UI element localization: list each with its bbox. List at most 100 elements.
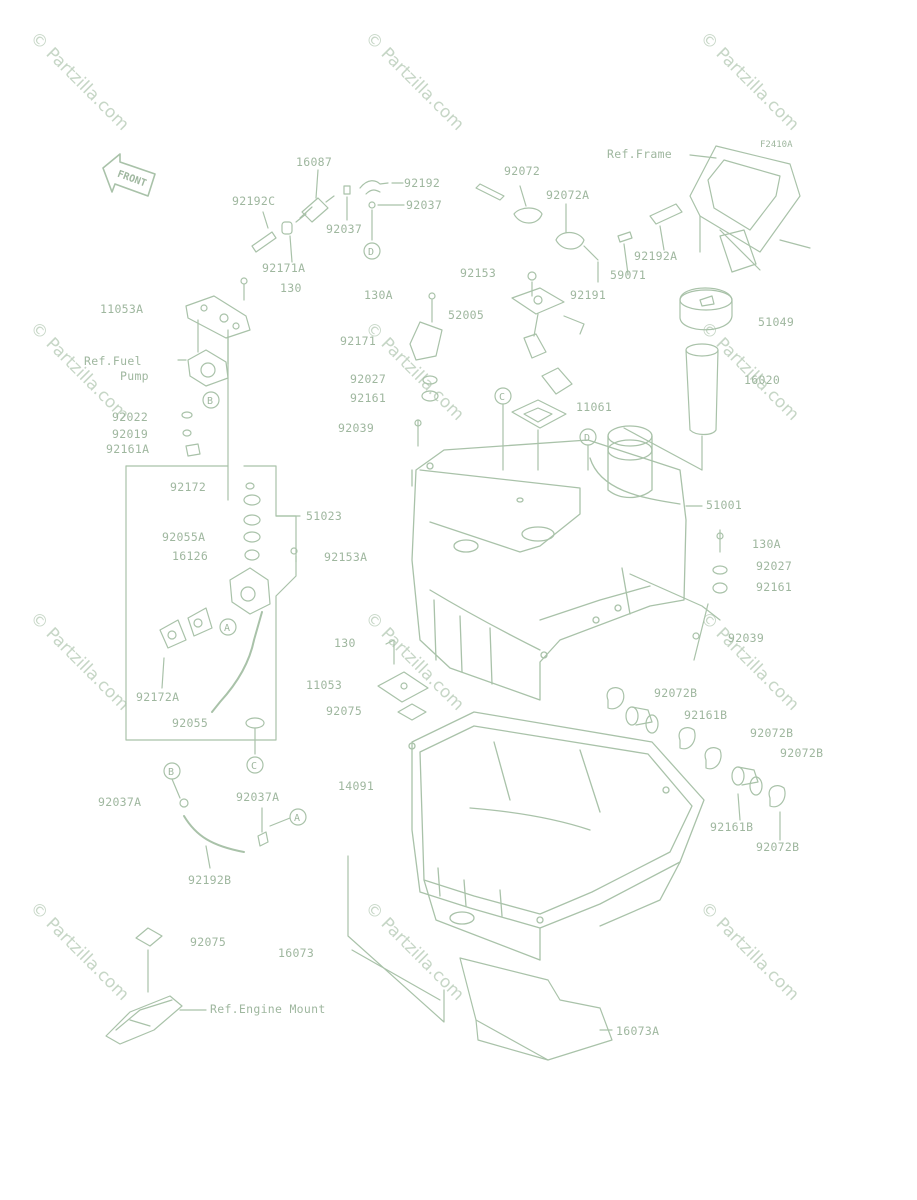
clamp-92072B-1 [607,688,624,709]
clamp-92072B-3 [705,748,721,769]
callout-92039-right: 92039 [728,631,765,645]
callout-92039-left: 92039 [338,421,375,435]
callout-92019: 92019 [112,427,149,441]
callout-92075-bottom: 92075 [190,935,227,949]
callout-92022: 92022 [112,410,149,424]
front-arrow-icon: FRONT [103,154,155,196]
hose-92192B [184,816,244,852]
callout-92191: 92191 [570,288,607,302]
callout-51049: 51049 [758,315,795,329]
callout-92192B: 92192B [188,873,232,887]
svg-text:A: A [294,813,300,824]
callout-ref-fuel: Ref.Fuel [84,354,142,368]
callout-pump: Pump [120,369,149,383]
callout-92055A: 92055A [162,530,206,544]
callout-92072A: 92072A [546,188,590,202]
gasket-11061 [512,400,566,428]
callout-92153A: 92153A [324,550,368,564]
bolt-130-mid [386,640,394,664]
bracket-92171 [410,322,442,360]
clamp-92072B-2 [679,728,695,749]
callout-92192C: 92192C [232,194,276,208]
callout-ref-frame: Ref.Frame [607,147,673,161]
hose-92192 [360,181,388,188]
callout-130-mid: 130 [334,636,356,650]
callout-92072: 92072 [504,164,541,178]
callout-92072B-3: 92072B [780,746,824,760]
clamp-92072B-4 [769,786,785,807]
marker-a-valve [220,619,236,635]
marker-d-top [364,243,380,259]
callout-16073: 16073 [278,946,315,960]
figure-code: F2410A [760,140,793,150]
bushing-92161B-2 [732,767,762,795]
callout-92192A: 92192A [634,249,678,263]
callout-92172: 92172 [170,480,207,494]
callout-92055: 92055 [172,716,209,730]
callout-92161-left: 92161 [350,391,387,405]
callout-11053: 11053 [306,678,343,692]
callout-92027-left: 92027 [350,372,387,386]
fuel-cap-51049 [680,288,732,330]
callout-92037A-left: 92037A [98,795,142,809]
callout-92172A: 92172A [136,690,180,704]
svg-text:B: B [207,396,213,407]
bushing-92161B-1 [626,707,658,733]
callout-16087: 16087 [296,155,333,169]
fuel-gauge-52005 [512,288,584,394]
svg-text:B: B [168,767,174,778]
svg-text:C: C [251,761,257,772]
callout-59071: 59071 [610,268,647,282]
frame-ref [690,146,810,272]
callout-ref-engine-mount: Ref.Engine Mount [210,1002,326,1016]
cover-16073A [460,958,612,1060]
callout-92075-mid: 92075 [326,704,363,718]
callout-52005: 52005 [448,308,485,322]
callout-130-top: 130 [280,281,302,295]
marker-a-hose [290,809,306,825]
callout-11061: 11061 [576,400,613,414]
bracket-11053A [186,278,250,338]
nipple-92192C [252,232,276,252]
callout-16126: 16126 [172,549,209,563]
tray-14091 [409,712,704,960]
svg-text:D: D [368,247,374,258]
clamp-92072 [514,208,542,223]
callout-130A-right: 130A [752,537,781,551]
callout-92072B-1: 92072B [654,686,698,700]
pin-92072 [476,184,504,200]
pad-92075-mid [398,704,426,720]
callout-92153: 92153 [460,266,497,280]
marker-c-valve [247,757,263,773]
callout-51001: 51001 [706,498,743,512]
callout-92161-right: 92161 [756,580,793,594]
fuel-filter-16087 [296,170,334,222]
pad-92075 [136,928,162,946]
fuel-pump-ref [188,320,228,386]
engine-mount-ref [106,996,206,1044]
clamp-92072A [556,233,584,250]
fuel-valve-51023 [212,568,270,712]
callout-14091: 14091 [338,779,375,793]
svg-text:D: D [584,433,590,444]
fitting-92192A [650,204,682,224]
callout-92037-right: 92037 [406,198,443,212]
filler-tube-16020 [686,344,718,435]
fuel-tank-51001 [412,426,686,700]
callout-92171A: 92171A [262,261,306,275]
callout-92037A-right: 92037A [236,790,280,804]
callout-92161B-1: 92161B [684,708,728,722]
callout-92072B-2: 92072B [750,726,794,740]
marker-b-pump [203,392,219,408]
callout-16073A: 16073A [616,1024,660,1038]
callout-51023: 51023 [306,509,343,523]
bracket-11053 [378,672,428,702]
callout-11053A: 11053A [100,302,144,316]
callout-92161A: 92161A [106,442,150,456]
callout-92171: 92171 [340,334,377,348]
cover-16073 [348,856,444,1022]
callout-92072B-4: 92072B [756,840,800,854]
callout-92037-left: 92037 [326,222,363,236]
